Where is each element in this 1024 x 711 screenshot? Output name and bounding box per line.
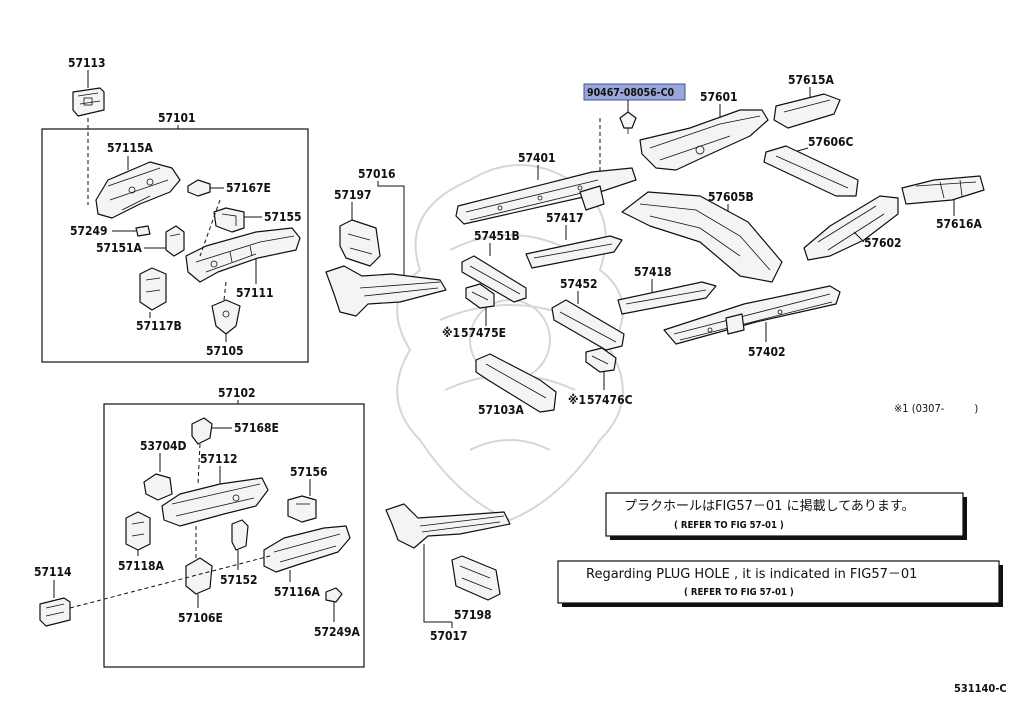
note-english: Regarding PLUG HOLE , it is indicated in… [557,560,1003,607]
label-57451B[interactable]: 57451B [474,229,520,243]
label-57101[interactable]: 57101 [158,111,196,125]
part-57475E[interactable] [465,283,495,309]
label-57118A[interactable]: 57118A [118,559,165,573]
label-57616A[interactable]: 57616A [936,217,983,231]
label-57197[interactable]: 57197 [334,188,372,202]
part-57606C[interactable] [763,145,859,197]
group-57101-frame [41,128,309,363]
part-57156[interactable] [287,495,317,523]
label-57476C[interactable]: ※157476C [568,393,633,407]
part-57111[interactable] [185,227,301,283]
part-57616A[interactable] [901,175,985,205]
part-57016[interactable] [325,265,447,317]
part-57418[interactable] [617,281,717,315]
part-57155[interactable] [213,207,245,233]
part-57167E[interactable] [187,179,211,197]
label-57168E[interactable]: 57168E [234,421,279,435]
label-57606C[interactable]: 57606C [808,135,854,149]
label-57117B[interactable]: 57117B [136,319,182,333]
note-japanese-ref: ( REFER TO FIG 57-01 ) [674,520,784,531]
part-57476C[interactable] [585,347,617,373]
label-57249[interactable]: 57249 [70,224,108,238]
label-57475E[interactable]: ※157475E [442,326,506,340]
part-57115A[interactable] [95,161,181,219]
label-57418[interactable]: 57418 [634,265,672,279]
label-57167E[interactable]: 57167E [226,181,271,195]
part-90467-clip[interactable] [619,111,637,134]
part-57452[interactable] [551,299,625,351]
part-57118A[interactable] [125,511,151,551]
label-57452[interactable]: 57452 [560,277,598,291]
group-57102-frame [103,403,365,668]
label-57602[interactable]: 57602 [864,236,902,250]
note-english-text: Regarding PLUG HOLE , it is indicated in… [586,567,917,582]
part-57601[interactable] [639,109,769,171]
label-57402[interactable]: 57402 [748,345,786,359]
label-57017[interactable]: 57017 [430,629,468,643]
label-57103A[interactable]: 57103A [478,403,525,417]
note-english-ref: ( REFER TO FIG 57-01 ) [684,587,794,598]
label-57155[interactable]: 57155 [264,210,302,224]
label-57115A[interactable]: 57115A [107,141,154,155]
part-57112[interactable] [161,477,269,527]
part-53704D[interactable] [143,473,173,501]
part-57451B[interactable] [461,255,527,303]
label-57111[interactable]: 57111 [236,286,274,300]
label-57605B[interactable]: 57605B [708,190,754,204]
label-57601[interactable]: 57601 [700,90,738,104]
part-57117B[interactable] [139,267,167,311]
part-57152[interactable] [231,519,249,551]
label-57156[interactable]: 57156 [290,465,328,479]
part-57198[interactable] [451,555,501,601]
part-57249A[interactable] [325,587,343,603]
label-90467-08056-C0[interactable]: 90467-08056-C0 [587,87,675,99]
label-57116A[interactable]: 57116A [274,585,321,599]
part-57401[interactable] [455,167,637,225]
label-57106E[interactable]: 57106E [178,611,223,625]
label-57401[interactable]: 57401 [518,151,556,165]
part-57106E[interactable] [185,557,213,595]
part-57615A[interactable] [773,93,841,129]
part-57605B[interactable] [621,191,783,283]
label-57105[interactable]: 57105 [206,344,244,358]
label-57417[interactable]: 57417 [546,211,584,225]
label-57198[interactable]: 57198 [454,608,492,622]
label-57114[interactable]: 57114 [34,565,72,579]
highlight-90467 [583,83,686,101]
part-57017[interactable] [385,503,511,549]
label-57102[interactable]: 57102 [218,386,256,400]
part-57197[interactable] [339,219,381,267]
label-57112[interactable]: 57112 [200,452,238,466]
label-57249A[interactable]: 57249A [314,625,361,639]
part-57602[interactable] [803,195,899,261]
label-53704D[interactable]: 53704D [140,439,187,453]
part-57114[interactable] [39,597,71,627]
part-57105[interactable] [211,299,241,335]
diagram-id: 531140-C [954,682,1007,695]
label-57113[interactable]: 57113 [68,56,106,70]
label-57615A[interactable]: 57615A [788,73,835,87]
part-57103A[interactable] [475,353,557,413]
part-57402[interactable] [663,285,841,345]
part-57249[interactable] [135,225,151,237]
label-57016[interactable]: 57016 [358,167,396,181]
label-57151A[interactable]: 57151A [96,241,143,255]
part-57151A[interactable] [165,225,185,257]
part-57168E[interactable] [191,417,213,445]
part-57113[interactable] [72,87,105,117]
note-japanese-text: プラクホールはFIG57－01 に掲載してあります。 [624,498,915,514]
label-57152[interactable]: 57152 [220,573,258,587]
part-57116A[interactable] [263,525,351,573]
footnote-text: ※1 (0307-) [894,402,978,415]
watermark-emblem [396,164,624,522]
part-57417[interactable] [525,235,623,269]
note-japanese: プラクホールはFIG57－01 に掲載してあります。 ( REFER TO FI… [605,492,967,540]
